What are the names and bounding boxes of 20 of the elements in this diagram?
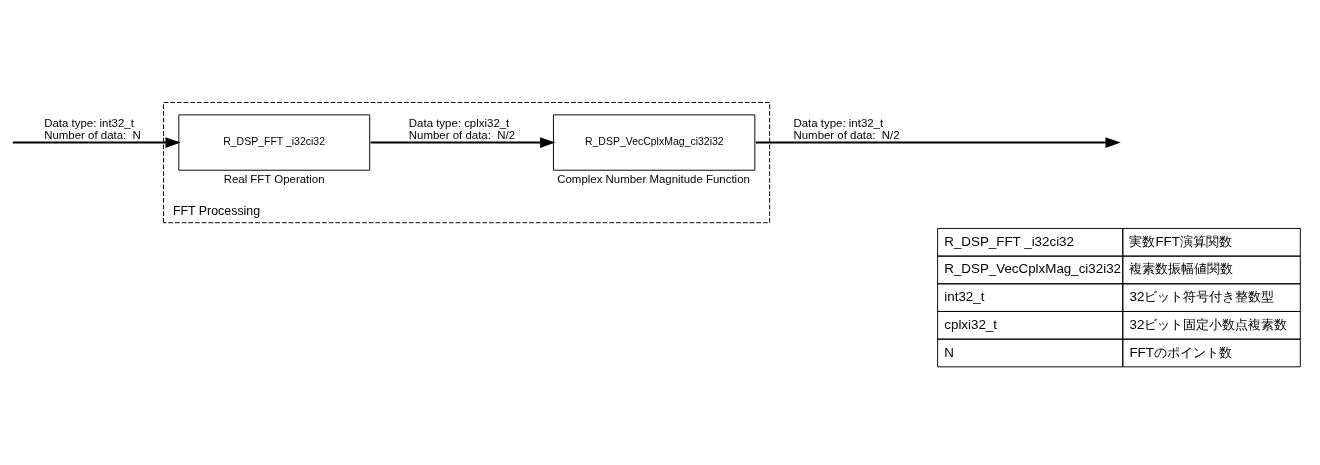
- node-box: R_DSP_FFT _i32ci32: [178, 114, 371, 171]
- label: R_DSP_VecCplxMag_ci32i32: [944, 261, 1122, 277]
- label: FFTのポイント数: [1129, 344, 1232, 360]
- label: int32_t: [944, 289, 985, 305]
- node-label: Complex Number Magnitude Function: [557, 173, 750, 186]
- label: 32ビット固定小数点複素数: [1129, 316, 1288, 332]
- arrow: [369, 137, 556, 148]
- arrow: [754, 137, 1121, 148]
- label: R_DSP_FFT _i32ci32: [944, 233, 1074, 249]
- edge-label: Data type: int32_t Number of data: N/2: [793, 116, 900, 142]
- label: N: [944, 344, 954, 360]
- label: cplxi32_t: [944, 316, 998, 332]
- node-label: Real FFT Operation: [223, 173, 325, 186]
- arrow: [11, 137, 181, 148]
- label: 32ビット符号付き整数型: [1129, 289, 1275, 305]
- edge-label: Data type: cplxi32_t Number of data: N/2: [408, 116, 516, 142]
- label: 実数FFT演算関数: [1129, 233, 1232, 249]
- label: 複素数振幅値関数: [1129, 261, 1234, 277]
- edge-label: Data type: int32_t Number of data: N: [44, 116, 141, 142]
- node-box: R_DSP_VecCplxMag_ci32i32: [552, 114, 756, 171]
